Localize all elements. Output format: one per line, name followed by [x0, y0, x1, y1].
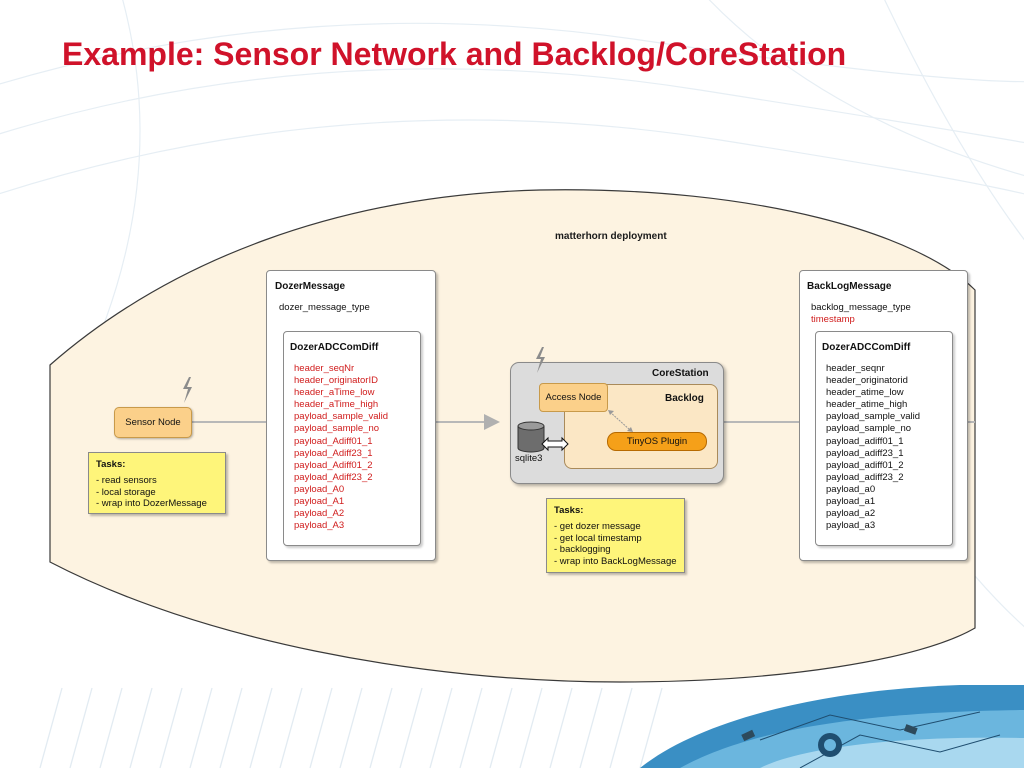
- slide-title: Example: Sensor Network and Backlog/Core…: [62, 36, 847, 72]
- dozer-adc-com-diff-title: DozerADCComDiff: [290, 342, 379, 353]
- globe-graphic: [640, 685, 1024, 768]
- backlog-field: header_atime_low: [826, 387, 904, 399]
- backlog-adc-com-diff-title: DozerADCComDiff: [822, 342, 911, 353]
- database-cylinder-icon: [517, 421, 545, 453]
- backlog-label: Backlog: [665, 393, 704, 404]
- dozer-field: header_aTime_high: [294, 399, 379, 411]
- tinyos-plugin[interactable]: TinyOS Plugin: [607, 432, 707, 451]
- dozer-field: payload_sample_valid: [294, 411, 389, 423]
- dozer-field-list: header_seqNr header_originatorID header_…: [294, 363, 388, 532]
- access-node[interactable]: Access Node: [539, 383, 608, 412]
- tasks-heading: Tasks:: [554, 505, 584, 516]
- backlog-field: header_seqnr: [826, 363, 885, 374]
- backlog-field: payload_a3: [826, 520, 876, 532]
- dozer-field: payload_A2: [294, 508, 345, 520]
- dozer-message-type-field: dozer_message_type: [279, 302, 370, 313]
- sensor-node-label: Sensor Node: [125, 417, 181, 428]
- backlog-message-type-field: backlog_message_type: [811, 302, 911, 313]
- task-item: - get dozer message: [554, 521, 641, 532]
- tinyos-plugin-label: TinyOS Plugin: [626, 436, 688, 447]
- dozer-field: header_originatorID: [294, 375, 378, 387]
- sensor-node[interactable]: Sensor Node: [114, 407, 192, 438]
- dozer-field: header_aTime_low: [294, 387, 375, 399]
- backlog-field-list: header_seqnr header_originatorid header_…: [826, 363, 920, 532]
- dozer-field: payload_A3: [294, 520, 345, 532]
- dozer-message-box: DozerMessage dozer_message_type DozerADC…: [266, 270, 436, 561]
- backlog-field: payload_sample_valid: [826, 411, 921, 423]
- sqlite-label: sqlite3: [515, 453, 543, 464]
- backlog-adc-com-diff-box: DozerADCComDiff header_seqnr header_orig…: [815, 331, 953, 546]
- dozer-field: payload_A0: [294, 483, 345, 495]
- backlog-field: payload_adiff01_1: [826, 435, 904, 447]
- backlog-field: header_atime_high: [826, 399, 908, 411]
- dozer-field: payload_Adiff01_2: [294, 459, 373, 471]
- task-item: - wrap into DozerMessage: [96, 498, 207, 509]
- backlog-message-box: BackLogMessage backlog_message_type time…: [799, 270, 968, 561]
- backlog-field: payload_adiff23_1: [826, 447, 904, 459]
- access-node-label: Access Node: [545, 392, 602, 403]
- task-item: - read sensors: [96, 475, 157, 486]
- dozer-field: payload_Adiff23_1: [294, 447, 373, 459]
- task-item: - backlogging: [554, 544, 611, 555]
- backlog-message-title: BackLogMessage: [807, 281, 892, 292]
- backlog-field: payload_a0: [826, 483, 876, 495]
- backlog-field: payload_adiff01_2: [826, 459, 904, 471]
- deployment-label: matterhorn deployment: [555, 231, 667, 242]
- access-node-plugin-link: [608, 410, 633, 432]
- dozer-field: header_seqNr: [294, 363, 355, 374]
- dozer-message-title: DozerMessage: [275, 281, 346, 292]
- task-item: - local storage: [96, 486, 156, 498]
- backlog-field: header_originatorid: [826, 375, 908, 387]
- dozer-adc-com-diff-box: DozerADCComDiff header_seqNr header_orig…: [283, 331, 421, 546]
- lightning-icon: [183, 377, 192, 403]
- backlog-field: payload_a2: [826, 508, 876, 520]
- dozer-field: payload_Adiff01_1: [294, 435, 373, 447]
- task-item: - get local timestamp: [554, 532, 642, 544]
- task-item: - wrap into BackLogMessage: [554, 555, 677, 567]
- tasks-heading: Tasks:: [96, 459, 126, 470]
- sensor-node-tasks-note: Tasks: - read sensors - local storage - …: [88, 452, 226, 514]
- backlog-field: payload_sample_no: [826, 423, 912, 435]
- backlog-timestamp-field: timestamp: [811, 314, 855, 325]
- core-station-tasks-note: Tasks: - get dozer message - get local t…: [546, 498, 685, 573]
- core-station-label: CoreStation: [652, 368, 709, 379]
- lightning-icon: [536, 347, 545, 373]
- backlog-field: payload_a1: [826, 496, 876, 508]
- dozer-field: payload_Adiff23_2: [294, 471, 373, 483]
- backlog-field: payload_adiff23_2: [826, 471, 904, 483]
- double-arrow-icon: [541, 436, 569, 452]
- dozer-field: payload_A1: [294, 496, 345, 508]
- dozer-field: payload_sample_no: [294, 423, 380, 435]
